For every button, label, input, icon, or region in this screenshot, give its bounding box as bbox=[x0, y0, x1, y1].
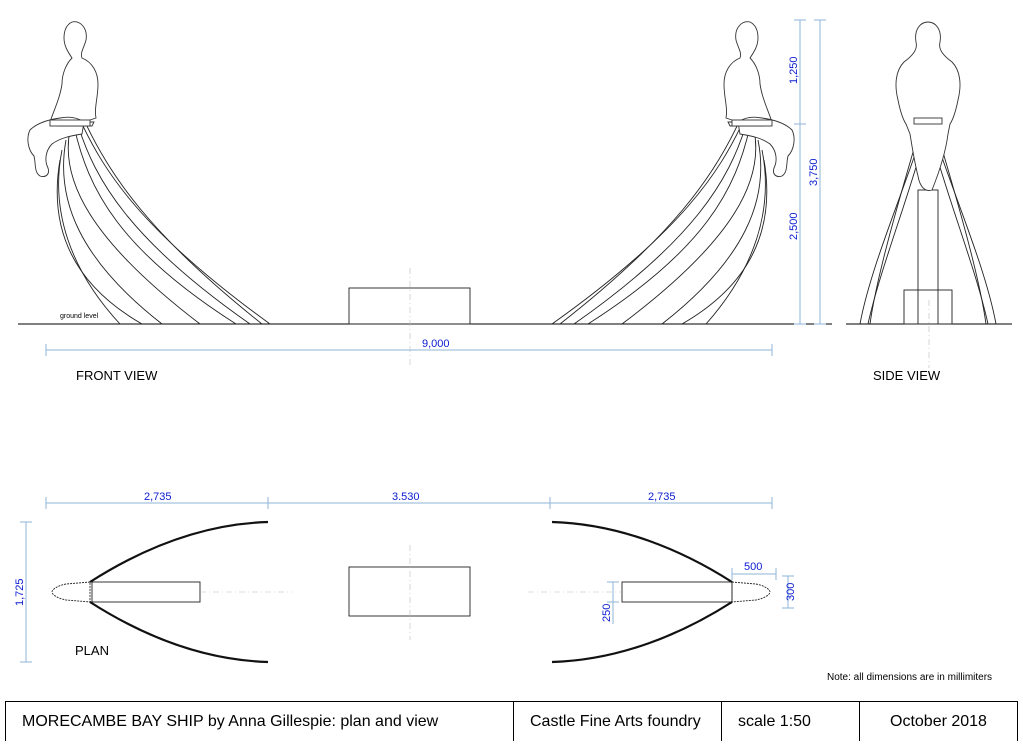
ground-level-label: ground level bbox=[60, 313, 99, 320]
side-view-label: SIDE VIEW bbox=[873, 368, 941, 383]
plan-bow-length-value: 500 bbox=[744, 561, 762, 573]
drawing-title: MORECAMBE BAY SHIP by Anna Gillespie: pl… bbox=[6, 702, 514, 741]
left-seated-figure bbox=[27, 21, 99, 177]
plan-left-span-value: 2,735 bbox=[144, 491, 172, 503]
plan-bow-width-value: 300 bbox=[785, 583, 797, 601]
left-plan-beam bbox=[91, 581, 201, 603]
side-post bbox=[917, 189, 939, 325]
plan-bow-length-dimension: 500 bbox=[731, 561, 777, 580]
plan-view: 2,735 3.530 2,735 1,725 bbox=[14, 491, 797, 664]
left-plan-bow bbox=[51, 581, 91, 603]
plan-dimension-chain: 2,735 3.530 2,735 bbox=[45, 491, 773, 509]
left-hull-ribs bbox=[56, 123, 271, 325]
front-plinth bbox=[348, 287, 471, 325]
side-figure bbox=[895, 21, 961, 191]
front-view: ground level 9,000 1,250 2,500 3,750 bbox=[18, 19, 832, 368]
drawing-scale: scale 1:50 bbox=[722, 702, 860, 741]
plan-width-dimension: 1,725 bbox=[14, 521, 32, 663]
front-height-dimensions: 1,250 2,500 3,750 bbox=[788, 19, 826, 325]
plan-beam-width-value: 250 bbox=[601, 604, 613, 622]
seat-height-value: 2,500 bbox=[788, 212, 800, 240]
side-plinth bbox=[903, 289, 953, 325]
front-view-label: FRONT VIEW bbox=[76, 368, 158, 383]
total-height-value: 3,750 bbox=[808, 158, 820, 186]
right-plan-beam bbox=[621, 581, 733, 603]
plan-middle-span-value: 3.530 bbox=[392, 491, 420, 503]
plan-view-label: PLAN bbox=[75, 643, 109, 658]
left-plan-hull bbox=[51, 520, 292, 664]
plan-right-span-value: 2,735 bbox=[648, 491, 676, 503]
foundry-name: Castle Fine Arts foundry bbox=[514, 702, 722, 741]
plan-bow-width-dimension: 300 bbox=[782, 575, 797, 609]
title-block: MORECAMBE BAY SHIP by Anna Gillespie: pl… bbox=[5, 701, 1018, 741]
drawing-date: October 2018 bbox=[890, 712, 987, 730]
right-plan-bow bbox=[731, 581, 771, 603]
right-seated-figure bbox=[723, 21, 795, 177]
figure-height-value: 1,250 bbox=[788, 56, 800, 84]
side-view bbox=[846, 21, 1012, 368]
front-width-value: 9,000 bbox=[422, 338, 450, 350]
dimensions-note: Note: all dimensions are in millimiters bbox=[827, 672, 993, 683]
front-width-dimension: 9,000 bbox=[45, 338, 773, 356]
right-plan-hull bbox=[528, 520, 771, 664]
plan-plinth bbox=[348, 566, 471, 617]
right-hull-ribs bbox=[551, 123, 768, 325]
plan-beam-width-dimension: 250 bbox=[601, 581, 619, 624]
plan-width-value: 1,725 bbox=[14, 578, 26, 606]
